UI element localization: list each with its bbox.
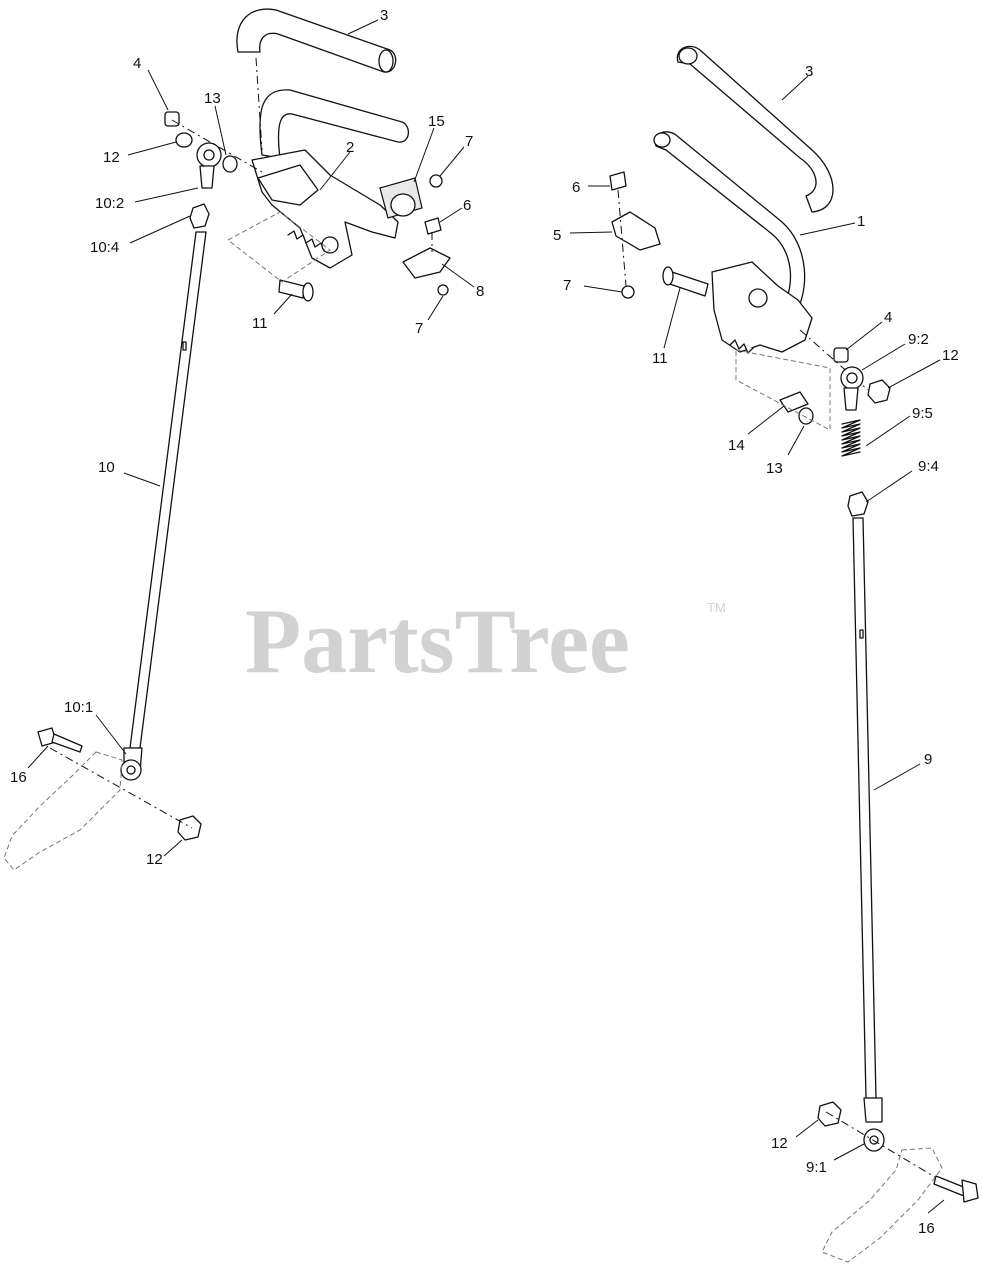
- callout-right-1: 1: [857, 213, 865, 230]
- left-bolt-11: [278, 279, 305, 299]
- right-spring: [729, 339, 754, 354]
- left-control-rod: [129, 231, 207, 749]
- callout-left-10-1: 10:1: [64, 699, 93, 716]
- callout-left-12-bottom: 12: [146, 851, 163, 868]
- callout-right-9: 9: [924, 751, 932, 768]
- left-spring: [287, 230, 325, 252]
- right-assembly: [609, 45, 979, 1263]
- right-bolt-16: [933, 1175, 967, 1197]
- left-handle-upper: [236, 8, 397, 73]
- callout-right-14: 14: [728, 437, 745, 454]
- left-bolt-6: [424, 217, 442, 235]
- left-washer-13: [222, 155, 238, 173]
- callout-left-6: 6: [463, 197, 471, 214]
- callout-right-4: 4: [884, 309, 892, 326]
- left-pivot: [321, 236, 339, 254]
- left-assembly: [3, 8, 451, 871]
- callout-right-6: 6: [572, 179, 580, 196]
- callout-left-3: 3: [380, 7, 388, 24]
- callout-right-12-bottom: 12: [771, 1135, 788, 1152]
- callout-left-7-bottom: 7: [415, 320, 423, 337]
- right-control-lever: [711, 261, 813, 353]
- watermark: PartsTree TM: [245, 590, 726, 692]
- left-lever-plate: [257, 164, 319, 206]
- callouts-right: 3 6 5 7 1 11 4 9:2 12 9:5 14 13 9:4 9 12…: [553, 63, 959, 1237]
- right-control-rod: [852, 517, 877, 1099]
- callout-right-9-5: 9:5: [912, 405, 933, 422]
- watermark-tm: TM: [707, 600, 726, 615]
- callout-left-2: 2: [346, 139, 354, 156]
- right-bracket-5: [611, 211, 661, 251]
- callout-left-7-top: 7: [465, 133, 473, 150]
- callout-right-7: 7: [563, 277, 571, 294]
- left-nut-7a: [429, 174, 443, 188]
- left-bracket: [402, 247, 451, 279]
- right-jam-nut: [847, 491, 869, 517]
- callout-left-10: 10: [98, 459, 115, 476]
- left-nut-7b: [437, 284, 449, 296]
- right-lower-rod-end: [863, 1097, 883, 1123]
- right-nut-7: [621, 285, 635, 299]
- callout-left-4: 4: [133, 55, 141, 72]
- left-rod-end-stem: [199, 165, 215, 189]
- right-nut-12: [867, 379, 891, 404]
- callout-left-11: 11: [252, 315, 268, 332]
- left-handle-lower: [259, 89, 409, 159]
- right-bolt-6: [609, 171, 627, 191]
- left-damper-face: [390, 193, 416, 217]
- callout-right-11: 11: [652, 350, 668, 367]
- callout-right-5: 5: [553, 227, 561, 244]
- right-bushing-4: [833, 347, 849, 363]
- right-ghost-arm: [821, 1147, 943, 1263]
- callout-right-9-1: 9:1: [806, 1159, 827, 1176]
- left-lower-nut: [177, 815, 202, 841]
- right-spring-9-5: [841, 419, 861, 457]
- callout-left-13: 13: [204, 90, 221, 107]
- left-handle-upper-end: [378, 49, 394, 73]
- callout-right-13: 13: [766, 460, 783, 477]
- callout-left-8: 8: [476, 283, 484, 300]
- callout-right-9-4: 9:4: [918, 458, 939, 475]
- left-jam-nut: [189, 203, 210, 229]
- callout-left-10-2: 10:2: [95, 195, 124, 212]
- right-washer-13: [798, 407, 814, 425]
- callout-left-10-4: 10:4: [90, 239, 119, 256]
- right-clip-14: [779, 391, 809, 413]
- callout-right-16: 16: [918, 1220, 935, 1237]
- callout-right-12: 12: [942, 347, 959, 364]
- left-washer-12: [175, 132, 193, 148]
- callout-right-9-2: 9:2: [908, 331, 929, 348]
- callouts-left: 3 4 13 12 10:2 10:4 2 15 7 6 8 7 11 10 1…: [10, 7, 484, 868]
- callout-left-16: 16: [10, 769, 27, 786]
- callout-left-15: 15: [428, 113, 445, 130]
- watermark-brand: PartsTree: [245, 590, 630, 692]
- left-handle-axis: [255, 57, 263, 151]
- left-bushing-4: [164, 111, 180, 127]
- callout-left-12: 12: [103, 149, 120, 166]
- callout-right-3: 3: [805, 63, 813, 80]
